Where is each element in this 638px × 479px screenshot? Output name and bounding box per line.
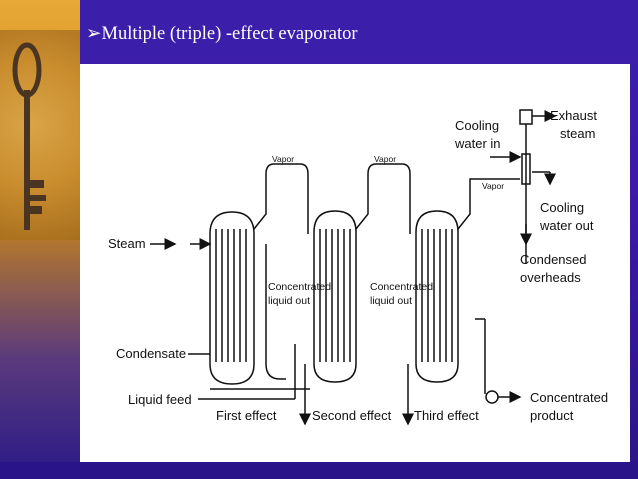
exhaust-label-2: steam (560, 126, 595, 141)
conc-product-label-1: Concentrated (530, 390, 608, 405)
condenser (490, 109, 557, 264)
diagram-panel (80, 64, 630, 462)
vapor-label-2: Vapor (374, 154, 396, 164)
cooling-out-label-2: water out (539, 218, 594, 233)
conc-liquid-label-1b: liquid out (268, 295, 310, 307)
third-effect-vessel (415, 178, 520, 383)
cooling-out-label-1: Cooling (540, 200, 584, 215)
conc-liquid-label-1a: Concentrated (268, 281, 331, 293)
liquid-feed-label: Liquid feed (128, 392, 192, 407)
cooling-in-label-2: water in (454, 136, 501, 151)
vapor-label-3: Vapor (482, 181, 504, 191)
conc-liquid-label-2a: Concentrated (370, 281, 433, 293)
second-effect-label: Second effect (312, 408, 392, 423)
arrow-bullet-icon: ➢ (86, 24, 102, 44)
conc-product-label-2: product (530, 408, 574, 423)
first-effect-label: First effect (216, 408, 277, 423)
exhaust-label-1: Exhaust (550, 108, 597, 123)
key-photo (0, 30, 80, 240)
condensed-label-1: Condensed (520, 252, 587, 267)
second-effect-vessel (313, 163, 411, 383)
left-decor-panel (0, 0, 80, 479)
condensed-label-2: overheads (520, 270, 581, 285)
steam-label: Steam (108, 236, 146, 251)
cooling-in-label-1: Cooling (455, 118, 499, 133)
bottom-band (0, 462, 638, 479)
condensate-label: Condensate (116, 346, 186, 361)
first-effect-vessel (209, 163, 309, 385)
third-effect-label: Third effect (414, 408, 479, 423)
vapor-label-1: Vapor (272, 154, 294, 164)
evaporator-diagram: Exhaust steam Cooling water in Cooling w… (108, 108, 608, 426)
title-text: Multiple (triple) -effect evaporator (101, 24, 358, 44)
conc-liquid-label-2b: liquid out (370, 295, 412, 307)
slide-title: ➢Multiple (triple) -effect evaporator (86, 23, 358, 45)
